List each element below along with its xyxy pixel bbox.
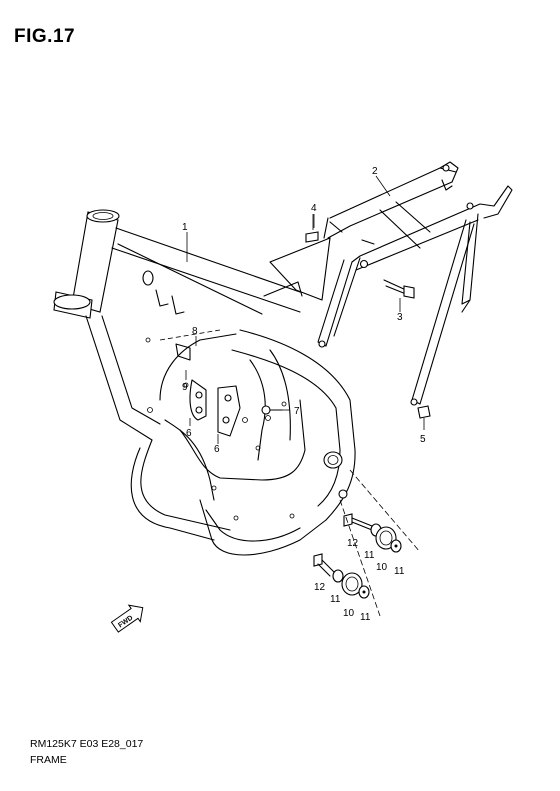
nut-4 [305,214,319,243]
callout-4: 4 [311,203,317,214]
callout-6-left: 6 [186,428,192,439]
callout-11-c: 11 [330,594,341,605]
callout-12-lower: 12 [314,582,326,593]
callout-7: 7 [294,406,300,417]
leader-lines [185,175,391,444]
figure-code: RM125K7 E03 E28_017 [30,738,144,750]
callout-11-a: 11 [364,550,375,561]
callout-2: 2 [372,166,378,177]
callout-12-upper: 12 [347,538,359,549]
callout-9: 9 [182,382,188,393]
bolt-group-lower [313,553,370,599]
bolt-3 [383,279,415,312]
callout-8: 8 [192,326,198,337]
figure-name: FRAME [30,754,67,766]
bolt-group-upper [343,513,402,553]
callout-3: 3 [397,312,403,323]
callout-10-upper: 10 [376,562,388,573]
bolt-5 [417,405,431,430]
projection-lines [159,329,421,617]
rear-subframe [269,161,513,406]
figure-title: FIG.17 [14,26,76,47]
callout-5: 5 [420,434,426,445]
callout-11-d: 11 [360,612,371,623]
callout-10-lower: 10 [343,608,355,619]
callout-6-right: 6 [214,444,220,455]
main-frame [53,209,356,556]
callout-1: 1 [182,222,188,233]
callout-11-b: 11 [394,566,405,577]
forward-arrow-icon: FWD [110,604,144,633]
